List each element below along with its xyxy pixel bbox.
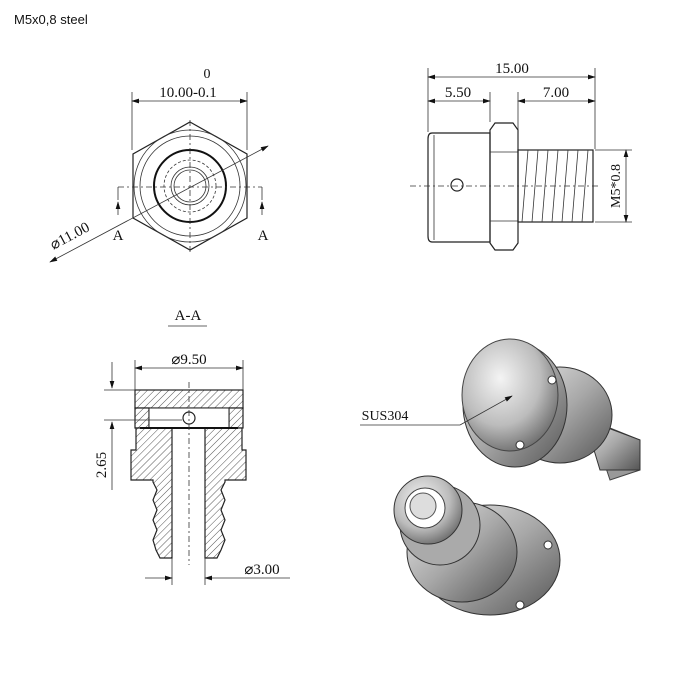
side-view: 15.00 5.50 7.00 M5*0.8	[410, 61, 632, 251]
drawing-title: M5x0,8 steel	[14, 12, 88, 27]
material-label: SUS304	[362, 409, 409, 424]
overall-length-dimension: 15.00	[495, 61, 529, 77]
outer-diameter-dimension: ⌀9.50	[171, 352, 206, 368]
section-view: A-A ⌀9.50 2.65 ⌀3.00	[94, 308, 290, 585]
render-part-upper	[461, 338, 641, 481]
tolerance-upper: 0	[204, 67, 211, 82]
thread-spec-dimension: M5*0.8	[609, 164, 624, 208]
thread-length-dimension: 7.00	[543, 85, 569, 101]
section-title: A-A	[175, 308, 202, 324]
diameter-dimension: ⌀11.00	[48, 219, 93, 253]
section-marker-right: A	[258, 228, 269, 244]
cap-length-dimension: 5.50	[445, 85, 471, 101]
render-part-lower	[393, 475, 561, 616]
height-dimension: 2.65	[94, 452, 110, 478]
width-dimension: 10.00-0.1	[159, 85, 217, 101]
front-view: 0 10.00-0.1 A A ⌀11.00	[48, 67, 269, 263]
section-marker-left: A	[113, 228, 124, 244]
bore-diameter-dimension: ⌀3.00	[244, 562, 279, 578]
render-view: SUS304	[360, 338, 641, 616]
